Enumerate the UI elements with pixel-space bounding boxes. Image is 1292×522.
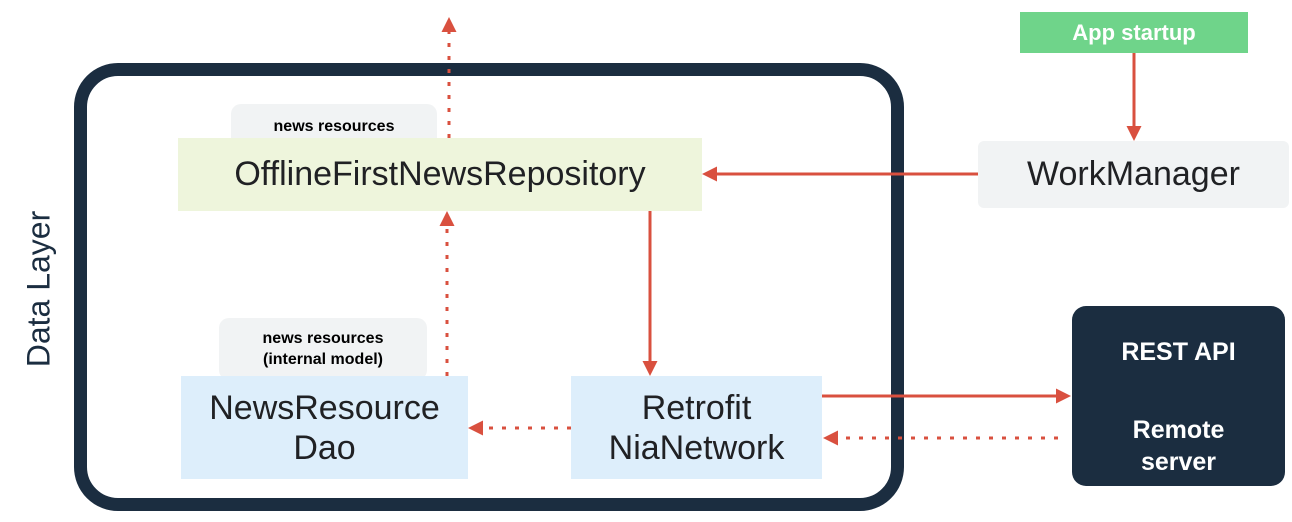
news-resource-dao-node: NewsResource Dao <box>181 376 468 479</box>
remote-server-label: Remote server <box>1132 416 1225 476</box>
rest-api-remote-server-node: REST API Remote server <box>1072 306 1285 486</box>
work-manager-node: WorkManager <box>978 141 1289 208</box>
retrofit-nia-network-node: Retrofit NiaNetwork <box>571 376 822 479</box>
app-startup-node: App startup <box>1020 12 1248 53</box>
rest-api-label: REST API <box>1121 338 1236 366</box>
offline-first-news-repository-node: OfflineFirstNewsRepository <box>178 138 702 211</box>
news-resources-internal-chip: news resources (internal model) <box>219 318 427 380</box>
